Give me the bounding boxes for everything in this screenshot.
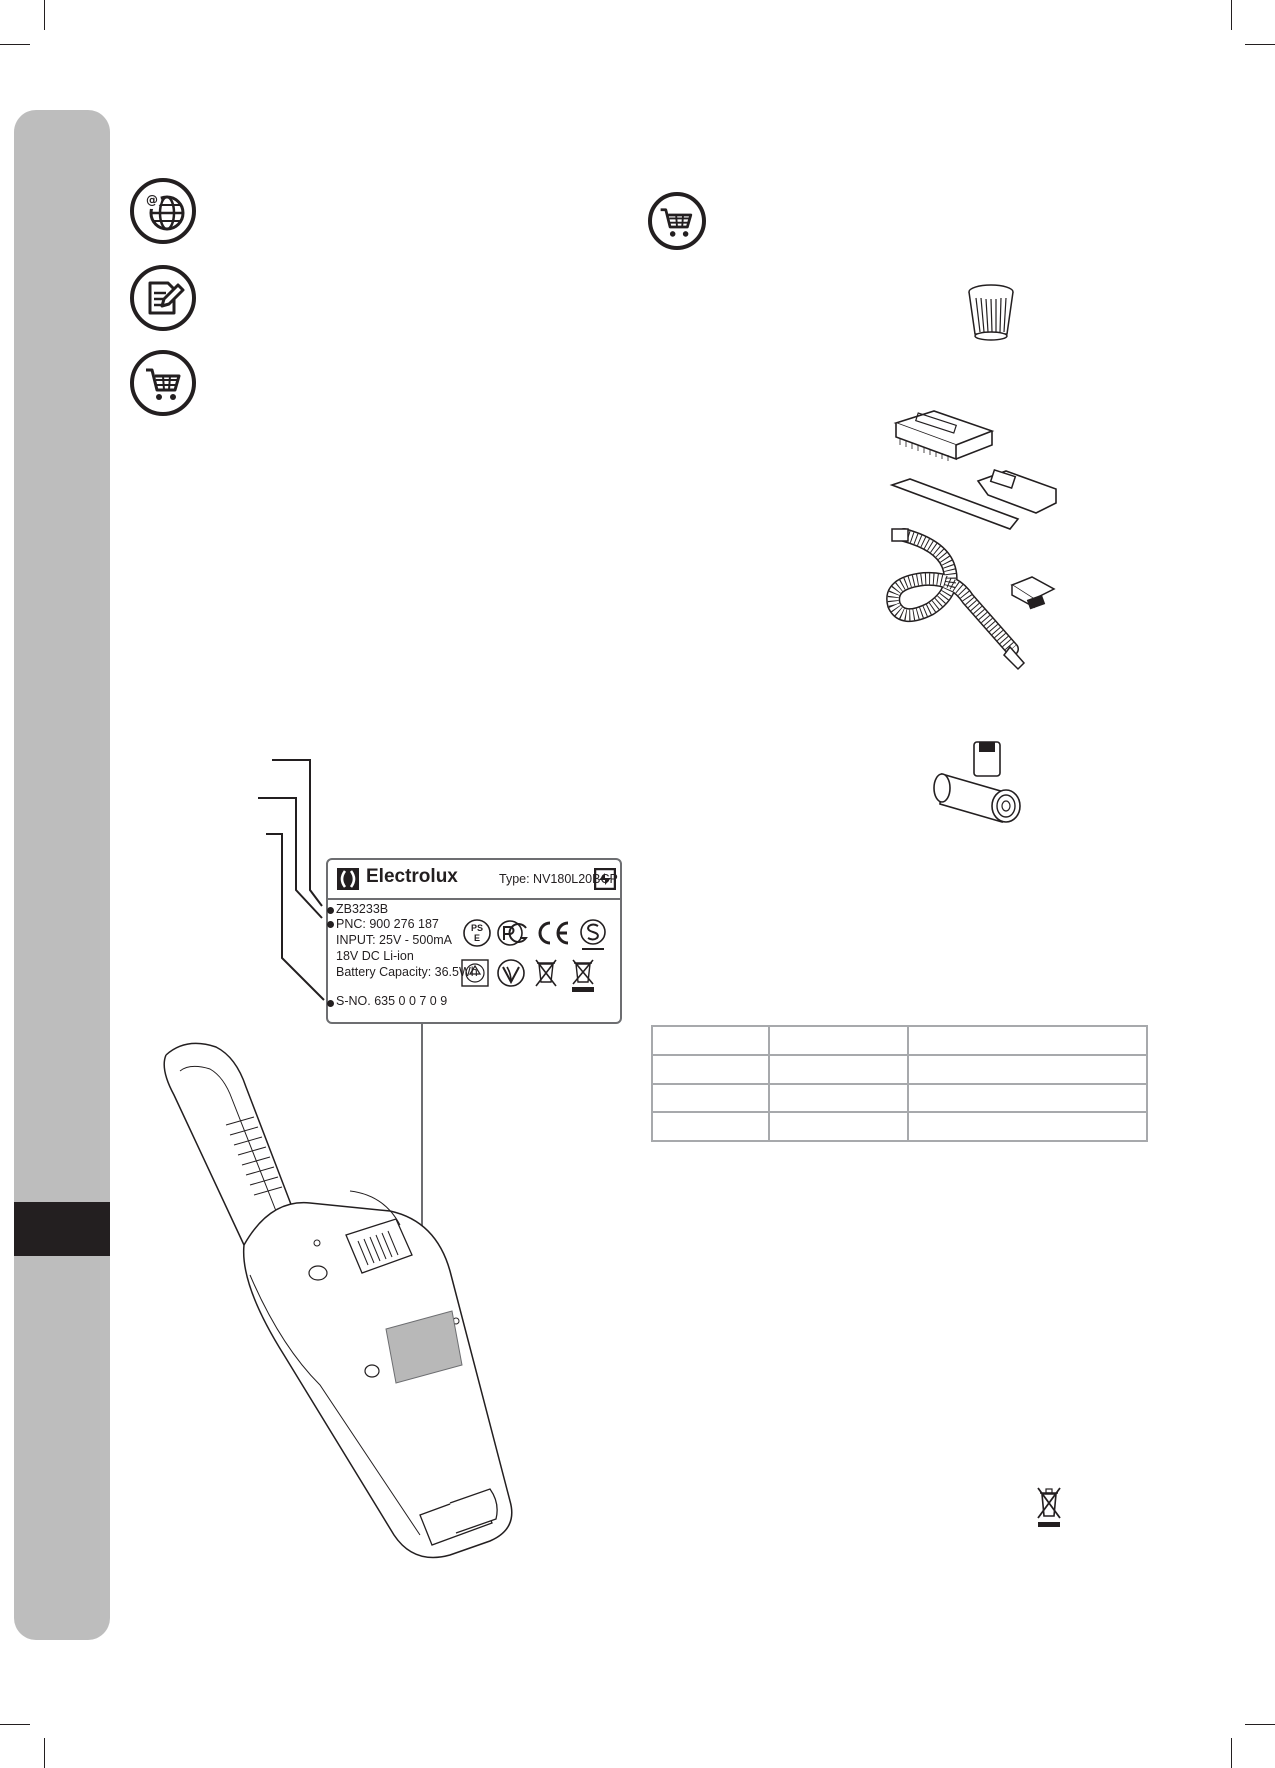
table-row [651, 1025, 1148, 1056]
callout-dot [327, 907, 334, 914]
table-cell [768, 1111, 909, 1142]
ce-mark-icon [538, 921, 569, 945]
pnc-number: PNC: 900 276 187 [336, 917, 439, 931]
model-code: ZB3233B [336, 902, 389, 916]
shopping-cart-icon [648, 192, 706, 250]
table-row [651, 1111, 1148, 1142]
weee-bin-icon [1037, 1487, 1061, 1527]
leader-lines [258, 759, 325, 1001]
table-cell [651, 1025, 770, 1056]
table-cell [651, 1111, 770, 1142]
weee-bin-bar-icon [572, 959, 594, 992]
table-cell [768, 1082, 909, 1114]
pse-mark-text-bottom: E [474, 933, 480, 943]
table-cell [907, 1025, 1148, 1056]
rating-plate: Electrolux Type: NV180L20BCP ZB3233B PNC… [326, 858, 622, 1024]
shopping-cart-icon [130, 350, 196, 416]
recycle-mark-icon [461, 959, 489, 987]
web-globe-icon: @ [130, 178, 196, 244]
s-mark-icon [580, 919, 606, 950]
pse-mark-icon: PS E [463, 919, 491, 947]
rating-plate-header: Electrolux Type: NV180L20BCP [328, 860, 620, 900]
crop-mark [1231, 0, 1232, 30]
table-row [651, 1082, 1148, 1114]
crop-mark [1231, 1738, 1232, 1768]
sidebar [14, 110, 110, 1640]
label-pointer-line [421, 1023, 423, 1311]
battery-type: 18V DC Li-ion [336, 949, 414, 963]
table-cell [907, 1053, 1148, 1085]
table-cell [768, 1025, 909, 1056]
spec-table [651, 1025, 1148, 1142]
logo-square-icon [594, 868, 616, 890]
document-edit-icon [130, 265, 196, 331]
accessory-kit-illustration [886, 410, 1057, 671]
callout-dot [327, 1000, 334, 1007]
filter-illustration [968, 284, 1014, 341]
type-number: Type: NV180L20BCP [499, 872, 618, 886]
crop-mark [44, 0, 45, 30]
pse-mark-text-top: PS [471, 923, 483, 933]
power-brush-illustration [933, 741, 1021, 824]
callout-dot [327, 921, 334, 928]
crop-mark [0, 1724, 30, 1725]
handheld-vacuum-illustration [163, 1042, 513, 1559]
input-rating: INPUT: 25V - 500mA [336, 933, 453, 947]
crop-mark [1245, 44, 1275, 45]
battery-capacity: Battery Capacity: 36.5Wh [336, 965, 478, 979]
crop-mark [44, 1738, 45, 1768]
table-cell [651, 1053, 770, 1085]
table-cell [768, 1053, 909, 1085]
electrolux-logo-icon [337, 868, 359, 890]
ukr-mark-icon [497, 959, 525, 987]
table-row [651, 1053, 1148, 1085]
weee-bin-icon [535, 959, 557, 987]
brand-name: Electrolux [366, 866, 458, 887]
crop-mark [0, 44, 30, 45]
sidebar-language-tab[interactable] [14, 1202, 110, 1256]
table-cell [907, 1082, 1148, 1114]
pct-mark-icon [497, 920, 528, 946]
table-cell [651, 1082, 770, 1114]
svg-text:@: @ [146, 193, 158, 207]
table-cell [907, 1111, 1148, 1142]
crop-mark [1245, 1724, 1275, 1725]
serial-number: S-NO. 635 0 0 7 0 9 [336, 994, 448, 1008]
